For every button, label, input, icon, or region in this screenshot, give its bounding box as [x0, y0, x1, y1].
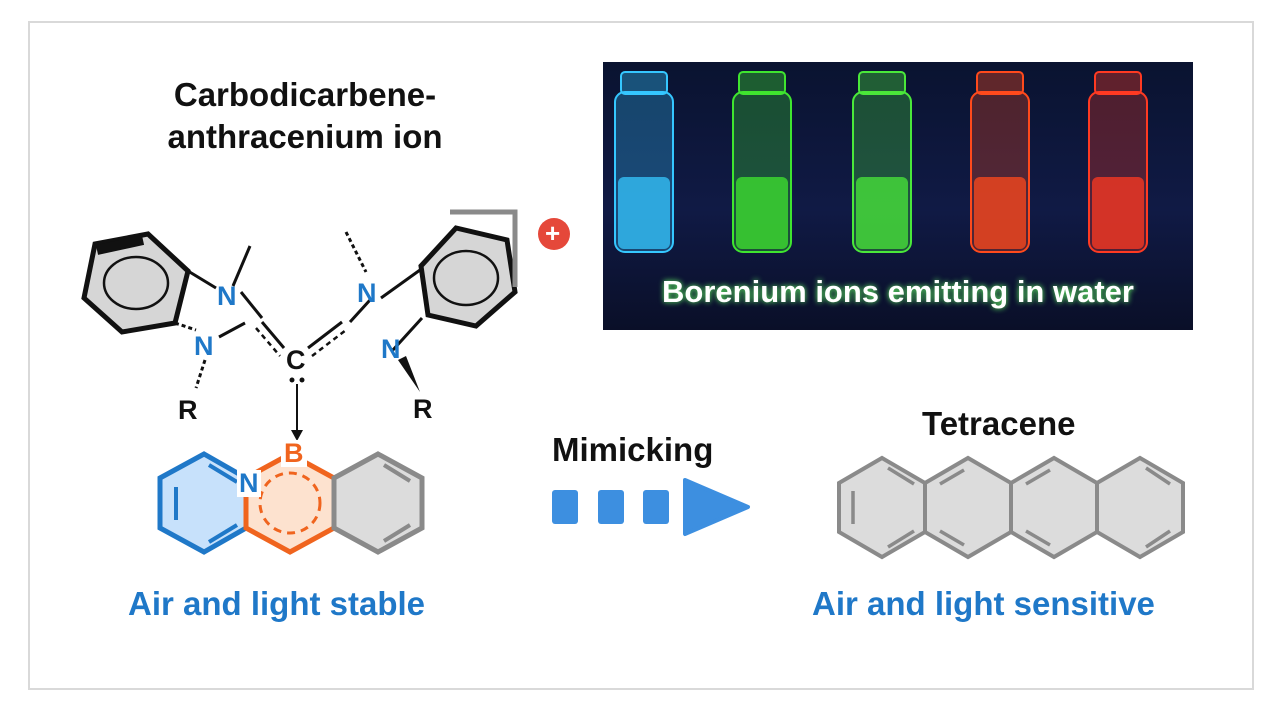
tetracene-label: Tetracene — [922, 405, 1076, 442]
atom-n-left-bottom: N — [194, 331, 214, 361]
atom-r-right: R — [413, 394, 433, 424]
atom-n-right-bottom: N — [381, 334, 401, 364]
atom-n-right-top: N — [357, 278, 377, 308]
vial-3 — [852, 71, 912, 253]
vial-5 — [1088, 71, 1148, 253]
atom-c-center: C — [286, 345, 306, 375]
photo-caption: Borenium ions emitting in water — [662, 274, 1134, 309]
mimicking-label: Mimicking — [552, 431, 714, 468]
mimicking-arrow-icon — [552, 478, 750, 536]
atom-n-left-top: N — [217, 281, 237, 311]
sensitive-label: Air and light sensitive — [812, 585, 1155, 622]
vials-photo: Borenium ions emitting in water — [603, 62, 1193, 330]
vial-1 — [614, 71, 674, 253]
atom-boron: B — [281, 440, 307, 467]
tetracene-structure — [837, 455, 1185, 560]
right-benzene-ring — [418, 225, 518, 329]
vials-drawing — [614, 71, 1148, 253]
positive-charge-icon — [538, 218, 570, 250]
cda-title-line2: anthracenium ion — [167, 118, 443, 155]
vial-2 — [732, 71, 792, 253]
cda-title-line1: Carbodicarbene- — [173, 76, 437, 113]
atom-n-pyridine: N — [237, 468, 261, 498]
pyridine-ring — [157, 451, 249, 555]
vial-4 — [970, 71, 1030, 253]
stable-label: Air and light stable — [128, 585, 426, 622]
charge-sign: + — [545, 218, 561, 248]
benzo-ring — [331, 451, 425, 555]
atom-r-left: R — [178, 395, 198, 425]
